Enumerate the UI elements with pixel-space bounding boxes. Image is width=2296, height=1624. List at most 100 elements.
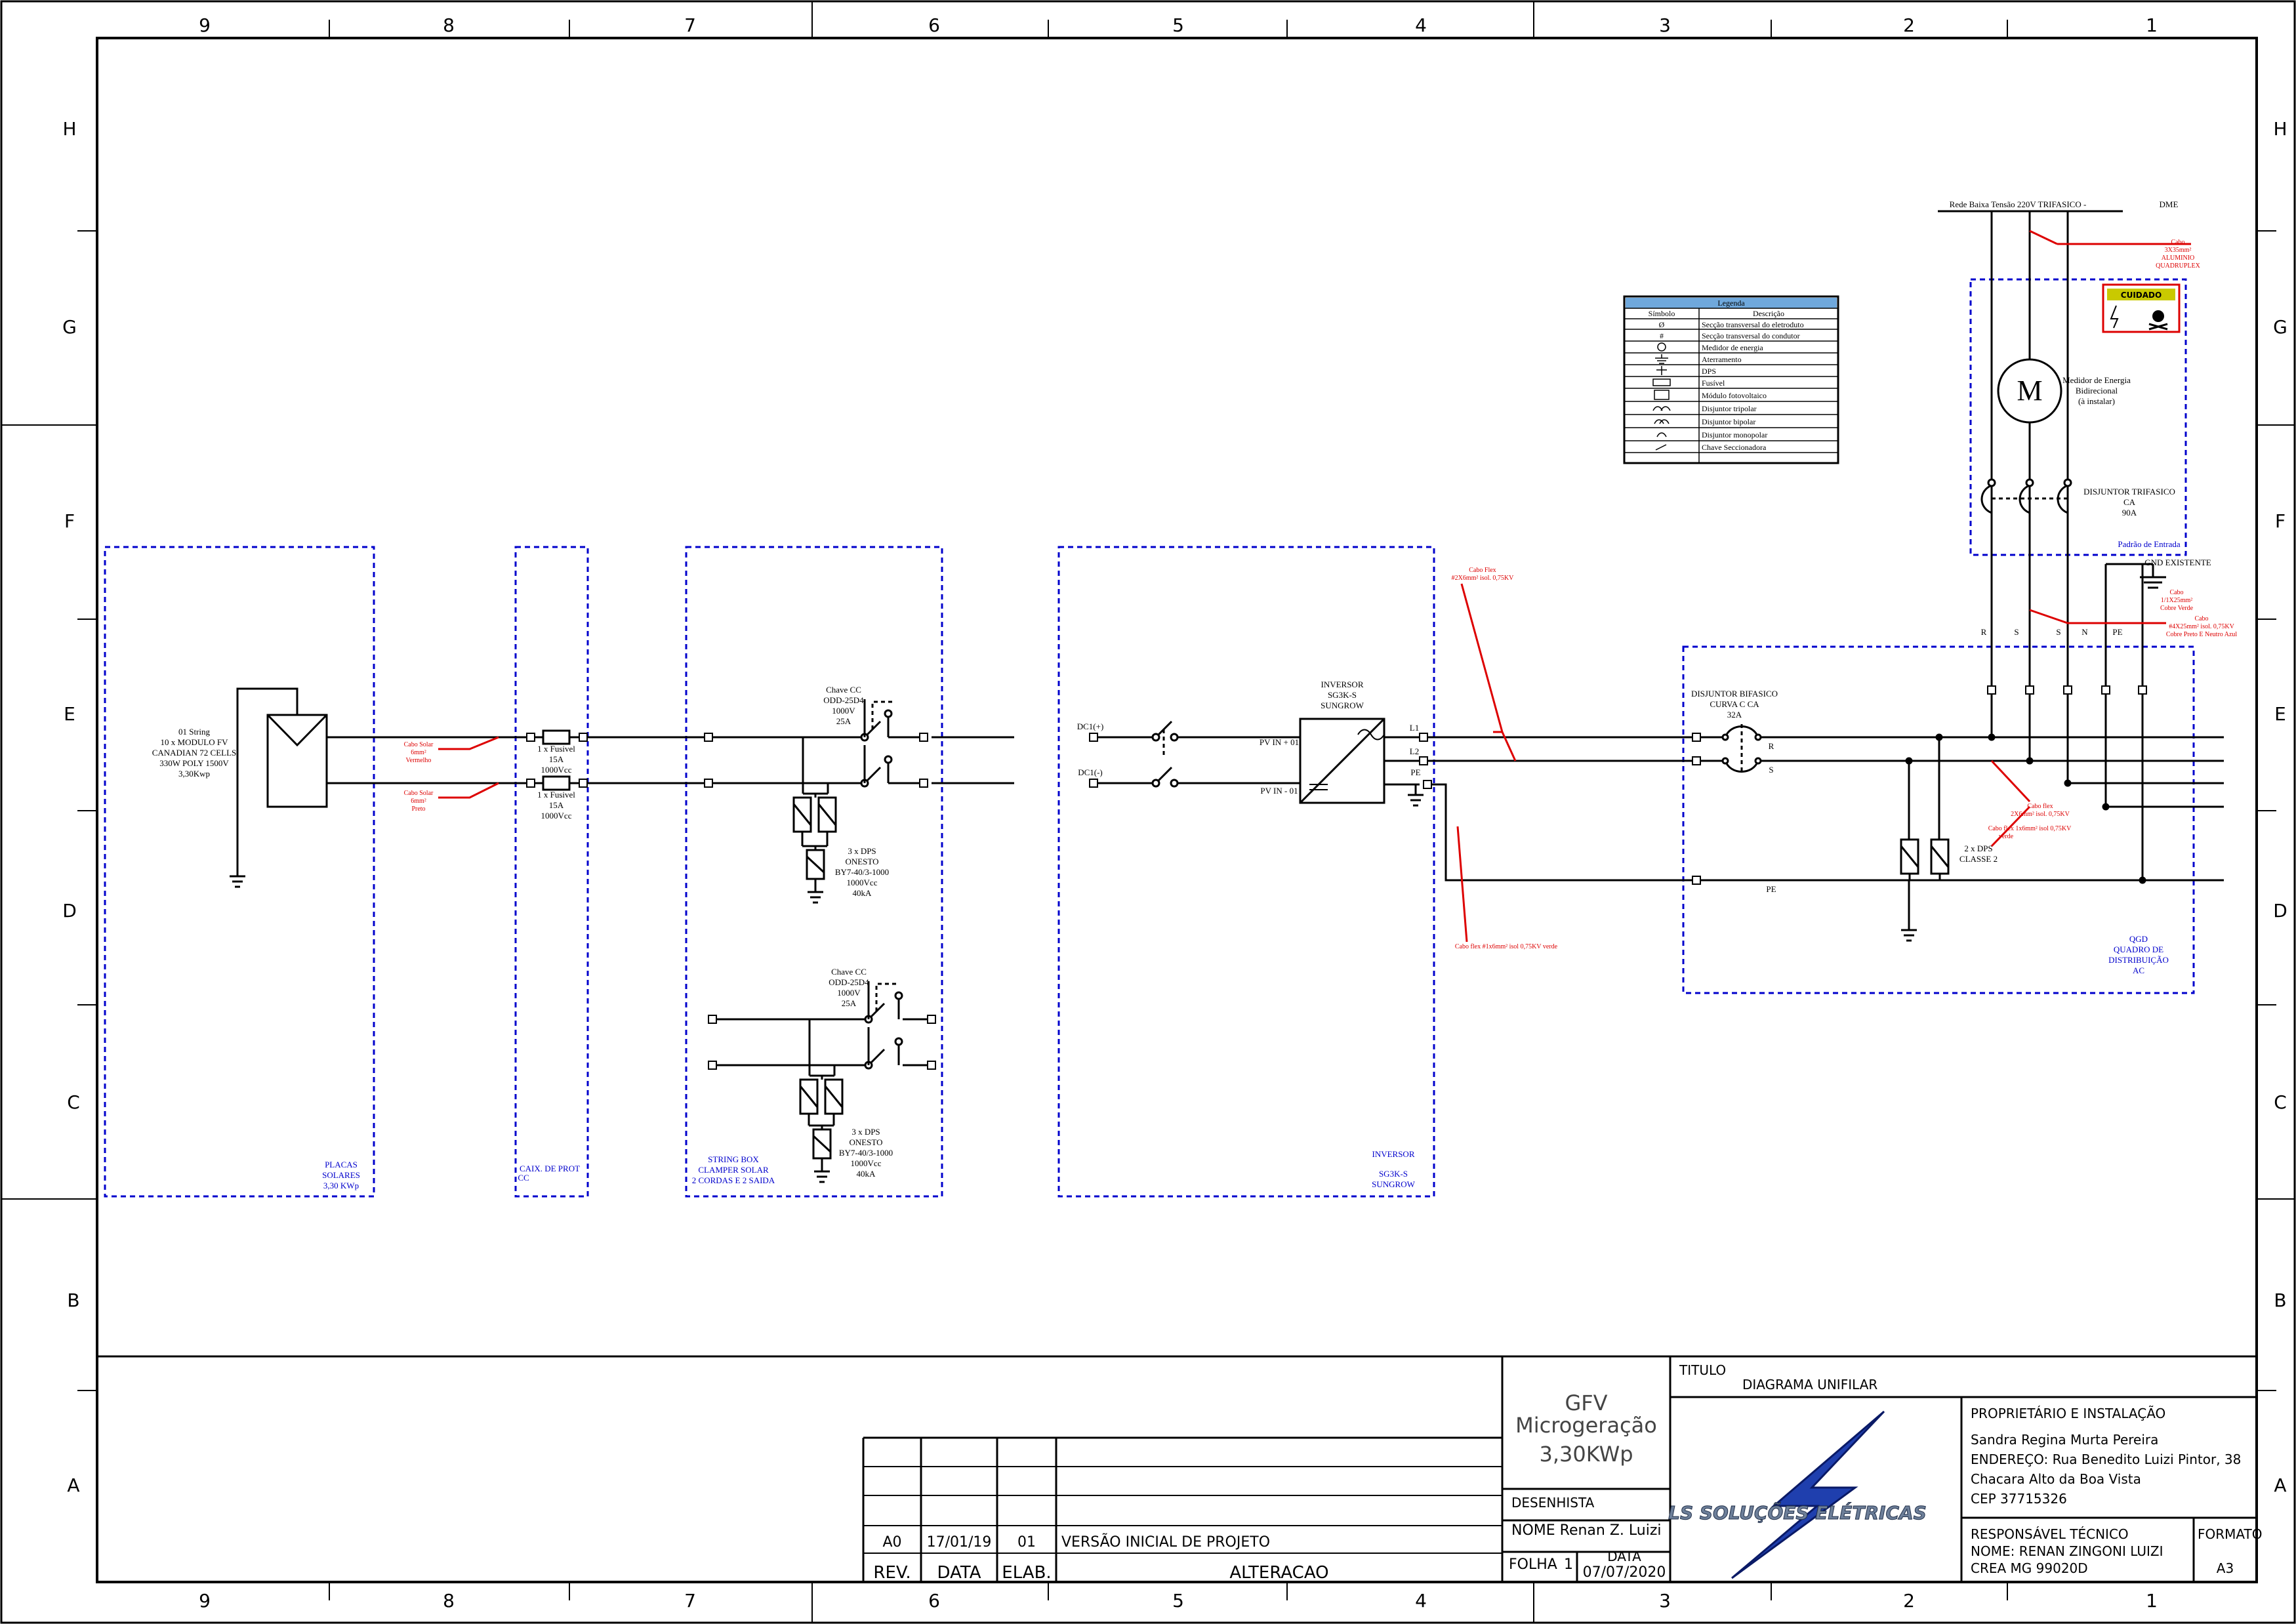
qgd-title: QGD bbox=[2129, 934, 2148, 944]
qgd-dps-label: CLASSE 2 bbox=[1959, 854, 1998, 864]
inversor-title: INVERSOR bbox=[1372, 1149, 1414, 1159]
phase-label: PE bbox=[2112, 627, 2122, 637]
row-label-left: D bbox=[62, 900, 77, 922]
dc-pos-label: DC1(+) bbox=[1077, 721, 1104, 731]
qgd-box bbox=[1682, 645, 2195, 994]
fuse2-label: 15A bbox=[549, 800, 564, 810]
col-label-bottom: 9 bbox=[199, 1590, 211, 1612]
legend-desc: Secção transversal do condutor bbox=[1702, 331, 1800, 340]
col-label-bottom: 1 bbox=[2146, 1590, 2158, 1612]
rev-header: ELAB. bbox=[1002, 1563, 1051, 1583]
pv-legend-icon bbox=[1654, 390, 1670, 400]
switch1-label: 1000V bbox=[832, 706, 855, 716]
row-label-left: E bbox=[64, 703, 75, 725]
note-cabo-dps2: Cabo flex 1x6mm² isol 0,75KV bbox=[1988, 825, 2072, 832]
trifasic-breaker-label: CA bbox=[2123, 497, 2136, 507]
tech-name: NOME: RENAN ZINGONI LUIZI bbox=[1971, 1543, 2163, 1559]
note-cabo-verde: Cabo flex #1x6mm² isol 0,75KV verde bbox=[1455, 943, 1558, 950]
switch2-label: 1000V bbox=[837, 988, 861, 998]
entrada-box bbox=[1969, 278, 2187, 556]
row-label-right: A bbox=[2274, 1474, 2286, 1496]
note-cabo-ramal: 3X35mm² bbox=[2165, 247, 2192, 254]
dps2-label: 3 x DPS bbox=[851, 1127, 880, 1137]
col-label-top: 7 bbox=[684, 14, 696, 36]
note-cabo-qgd: Cabo bbox=[2194, 615, 2208, 622]
dps1-label: 3 x DPS bbox=[848, 846, 876, 856]
lightning-icon bbox=[2110, 305, 2119, 329]
legend-desc: Secção transversal do eletroduto bbox=[1702, 320, 1804, 329]
meter-symbol-letter: M bbox=[2017, 375, 2042, 407]
col-label-bottom: 4 bbox=[1415, 1590, 1427, 1612]
logo: LS SOLUÇÕES ELÉTRICAS bbox=[1668, 1410, 1927, 1579]
placas-title: SOLARES bbox=[322, 1170, 360, 1180]
title-block-text: REV. DATA ELAB. ALTERACAO A0 17/01/19 01… bbox=[873, 1362, 2262, 1583]
placas-desc: 01 String bbox=[178, 727, 211, 737]
qgd-breaker-label: CURVA C CA bbox=[1710, 699, 1759, 709]
switch1-label: ODD-25D4 bbox=[823, 695, 864, 705]
col-label-top: 3 bbox=[1659, 14, 1671, 36]
monopolar-legend-icon bbox=[1656, 432, 1667, 437]
rev-header: REV. bbox=[873, 1563, 911, 1583]
qgd-breaker-label: 32A bbox=[1727, 710, 1742, 720]
col-label-top: 4 bbox=[1415, 14, 1427, 36]
fuse-symbol bbox=[542, 775, 571, 791]
padrao-title: Padrão de Entrada bbox=[2118, 539, 2181, 549]
col-label-top: 5 bbox=[1172, 14, 1184, 36]
rev-header: DATA bbox=[937, 1563, 981, 1583]
legend-col-desc: Descrição bbox=[1753, 309, 1784, 318]
gnd-label: GND EXISTENTE bbox=[2144, 558, 2211, 567]
placas-title: PLACAS bbox=[325, 1160, 358, 1169]
fuse-symbol bbox=[542, 729, 571, 745]
caixa-box bbox=[514, 546, 589, 1198]
legend-desc: Aterramento bbox=[1702, 355, 1742, 364]
placas-desc: CANADIAN 72 CELLS bbox=[152, 748, 237, 758]
note-cabo-dps2: verde bbox=[1999, 833, 2014, 840]
folha-value: 1 bbox=[1564, 1556, 1573, 1573]
meter-symbol bbox=[1997, 358, 2062, 424]
inversor-title: SG3K-S bbox=[1379, 1169, 1408, 1179]
cable-notes: Cabo Solar 6mm² Vermelho Cabo Solar 6mm²… bbox=[404, 239, 2238, 950]
stringbox-title: CLAMPER SOLAR bbox=[698, 1165, 769, 1175]
phase-label: S bbox=[2056, 627, 2060, 637]
note-cabo-neg: Preto bbox=[411, 805, 425, 813]
placas-desc: 10 x MODULO FV bbox=[161, 737, 229, 747]
owner-name: Sandra Regina Murta Pereira bbox=[1971, 1432, 2158, 1448]
grid-labels: 9 8 7 6 5 4 3 2 1 9 8 7 6 5 4 3 2 1 H G … bbox=[62, 14, 2287, 1612]
phase-label: R bbox=[1981, 627, 1987, 637]
stringbox-title: STRING BOX bbox=[708, 1154, 759, 1164]
wiring bbox=[230, 210, 2224, 1183]
fuse2-label: 1000Vcc bbox=[541, 811, 572, 821]
note-cabo-dps1: Cabo flex bbox=[2027, 803, 2053, 810]
trifasic-breaker-label: 90A bbox=[2122, 508, 2137, 518]
legend-desc: Medidor de energia bbox=[1702, 343, 1763, 352]
dps1-label: BY7-40/3-1000 bbox=[835, 867, 889, 877]
qgd-pe-label: PE bbox=[1766, 884, 1776, 894]
legend-desc: DPS bbox=[1702, 367, 1716, 376]
rev-cell: 17/01/19 bbox=[927, 1534, 992, 1551]
title-block bbox=[97, 1355, 2257, 1582]
phase-label: S bbox=[2014, 627, 2019, 637]
fuse1-label: 15A bbox=[549, 754, 564, 764]
legend-table: Legenda Símbolo Descrição Ø # Secção tra… bbox=[1623, 295, 1839, 464]
switch2-label: 25A bbox=[842, 998, 857, 1008]
block-boxes bbox=[104, 278, 2195, 1198]
caixa-title: CAIX. DE PROT bbox=[520, 1164, 580, 1173]
note-cabo-pos: Cabo Solar bbox=[404, 741, 434, 748]
legend-title: Legenda bbox=[1717, 298, 1745, 308]
logo-text: LS SOLUÇÕES ELÉTRICAS bbox=[1668, 1501, 1927, 1524]
switch1-label: Chave CC bbox=[826, 685, 861, 695]
l1-label: L1 bbox=[1410, 723, 1419, 733]
dps2-label: 40kA bbox=[857, 1169, 876, 1179]
pe-label: PE bbox=[1410, 767, 1420, 777]
project-name: Microgeração bbox=[1515, 1413, 1657, 1438]
col-label-bottom: 7 bbox=[684, 1590, 696, 1612]
rede-label: Rede Baixa Tensão 220V TRIFASICO - bbox=[1950, 199, 2087, 209]
qgd-dps-label: 2 x DPS bbox=[1964, 843, 1992, 853]
legend-desc: Disjuntor monopolar bbox=[1702, 430, 1767, 439]
row-label-right: C bbox=[2274, 1091, 2287, 1113]
data-value: 07/07/2020 bbox=[1583, 1564, 1666, 1581]
folha-label: FOLHA bbox=[1509, 1556, 1557, 1573]
note-cabo-terra: Cabo bbox=[2169, 589, 2183, 596]
cable-note-lines bbox=[438, 230, 2191, 943]
col-label-bottom: 8 bbox=[443, 1590, 455, 1612]
